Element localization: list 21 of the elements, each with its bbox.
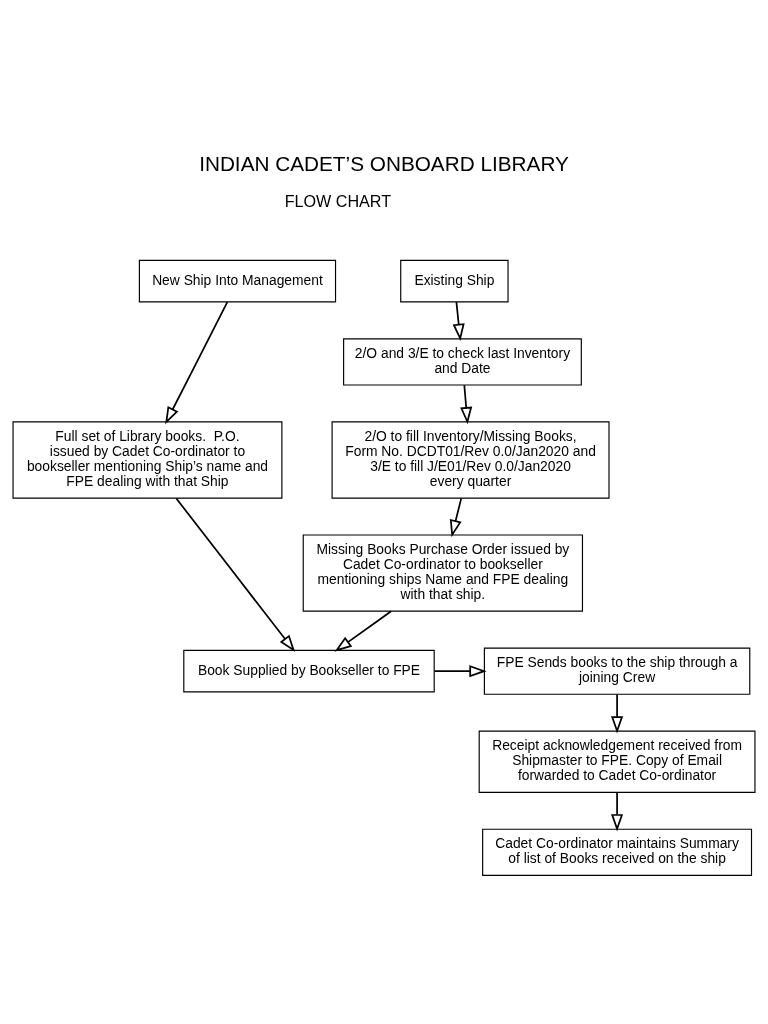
node-box: Full set of Library books. P.O. issued by Cadet Co-ordinator to bookseller mentioning Ship’s name and FPE dealing with that Ship [12, 420, 283, 499]
arrow [449, 496, 463, 537]
node-box: 2/O to fill Inventory/Missing Books, Form No. DCDT01/Rev 0.0/Jan2020 and 3/E to fill J/E01/Rev 0.0/Jan2020 every quarter [331, 420, 610, 499]
node-box: FPE Sends books to the ship through a joining Crew [483, 647, 751, 695]
arrow [175, 497, 296, 652]
arrow [460, 383, 473, 424]
label: FLOW CHART [284, 191, 392, 210]
node-box: Receipt acknowledgement received from Shipmaster to FPE. Copy of Email forwarded to Cadet Co-ordinator [478, 730, 756, 793]
arrow [433, 664, 487, 677]
node-box: Existing Ship [400, 259, 509, 302]
arrow [452, 300, 465, 341]
arrow [165, 300, 229, 424]
node-box: 2/O and 3/E to check last Inventory and Date [343, 337, 582, 386]
node-box: New Ship Into Management [138, 259, 337, 302]
diagram-title: INDIAN CADET’S ONBOARD LIBRARY [199, 151, 569, 175]
node-box: Book Supplied by Bookseller to FPE [183, 649, 435, 692]
arrow [334, 609, 392, 652]
arrow [611, 693, 624, 734]
arrow [611, 791, 624, 831]
node-box: Cadet Co-ordinator maintains Summary of list of Books received on the ship [482, 828, 753, 876]
node-box: Missing Books Purchase Order issued by Cadet Co-ordinator to bookseller mentioning ships Name and FPE dealing with that ship. [302, 533, 584, 612]
